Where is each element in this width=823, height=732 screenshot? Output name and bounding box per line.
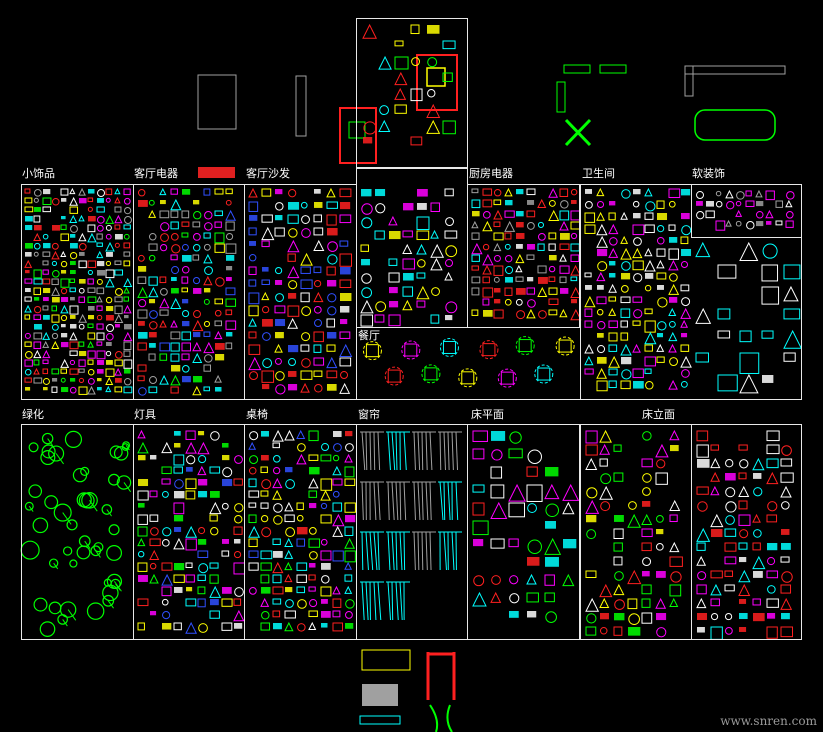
- label-small-items: 小饰品: [22, 167, 55, 180]
- label-soft-decor: 软装饰: [692, 167, 725, 180]
- panel-sofa-detail: [356, 168, 468, 328]
- label-bed-elevation: 床立面: [642, 408, 675, 421]
- panel-curtains: [356, 424, 468, 640]
- panel-living-appliances: [133, 184, 245, 400]
- label-curtains: 窗帘: [358, 408, 380, 421]
- label-tables-chairs: 桌椅: [246, 408, 268, 421]
- red-tag-box: [198, 167, 235, 178]
- label-bathroom: 卫生间: [582, 167, 615, 180]
- panel-greenery: [21, 424, 134, 640]
- panel-living-sofa: [244, 184, 357, 400]
- panel-bed-elevation: [580, 424, 692, 640]
- panel-kitchen-appliances: [467, 184, 580, 328]
- panel-bed-elevation-2: [691, 424, 802, 640]
- panel-small-items: [21, 184, 134, 400]
- panel-lamps: [133, 424, 245, 640]
- label-dining: 餐厅: [358, 329, 380, 342]
- panel-top-living-plan: [356, 18, 468, 168]
- label-bed-plan: 床平面: [471, 408, 504, 421]
- label-kitchen-appliances: 厨房电器: [469, 167, 513, 180]
- panel-dining: [356, 327, 581, 400]
- panel-bed-plan: [467, 424, 580, 640]
- label-lamps: 灯具: [134, 408, 156, 421]
- watermark: www.snren.com: [720, 714, 817, 728]
- label-living-appliances: 客厅电器: [134, 167, 178, 180]
- label-greenery: 绿化: [22, 408, 44, 421]
- panel-tables-chairs: [244, 424, 357, 640]
- panel-soft-decor: [691, 184, 802, 238]
- label-living-sofa: 客厅沙发: [246, 167, 290, 180]
